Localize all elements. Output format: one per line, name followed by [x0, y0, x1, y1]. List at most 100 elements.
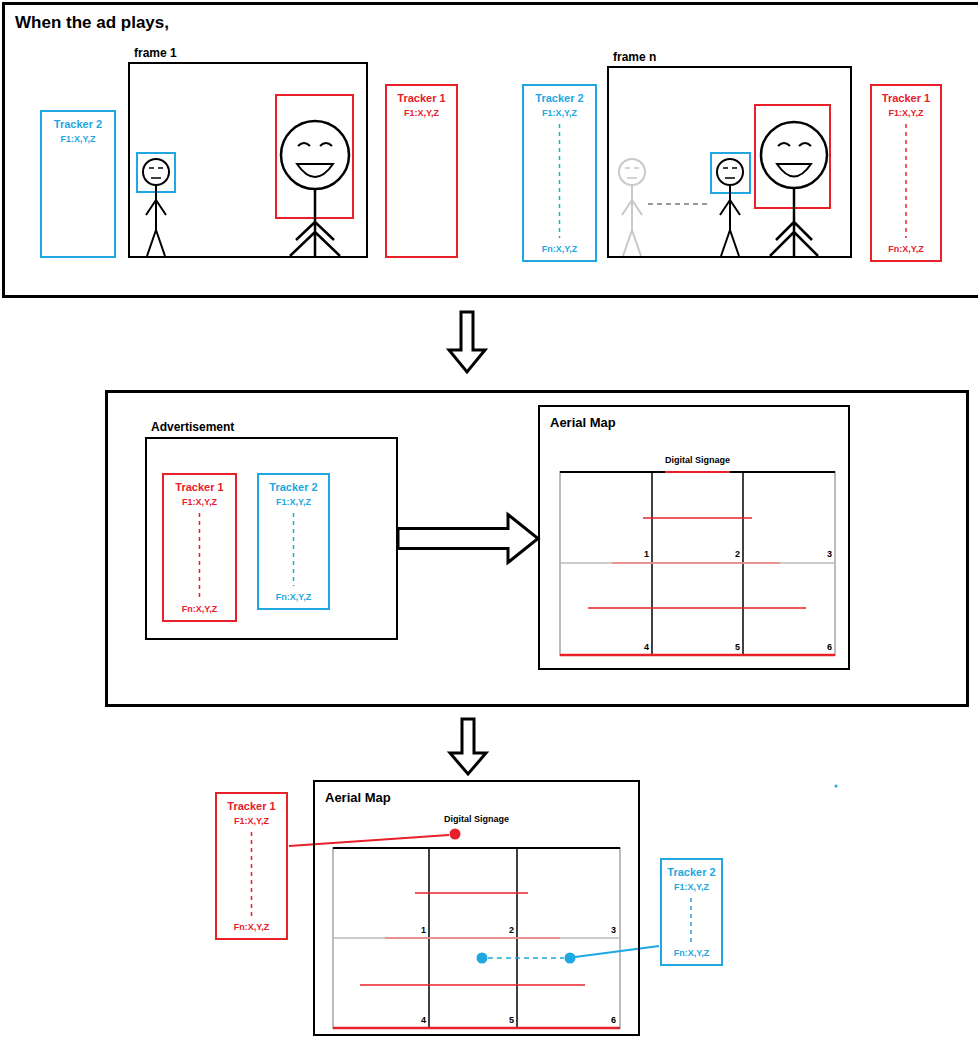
ghost-head [619, 159, 645, 185]
zone-line [333, 1027, 620, 1030]
coordinate-entry: Fn:X,Y,Z [888, 243, 924, 255]
box-heading: Advertisement [151, 420, 234, 434]
coordinate-entry: Fn:X,Y,Z [674, 947, 710, 959]
coordinate-entry: F1:X,Y,Z [674, 881, 709, 893]
zone-line [415, 892, 528, 894]
zone-line [385, 937, 560, 939]
tracker-box: Tracker 2F1:X,Y,Z [40, 110, 116, 258]
cell-number: 1 [421, 925, 426, 936]
coordinate-entry: Fn:X,Y,Z [234, 921, 270, 933]
map-grid [560, 472, 835, 655]
person-face [149, 168, 163, 178]
cell-number: 6 [827, 642, 832, 653]
frame-label: frame n [613, 50, 656, 64]
aerial-map: Aerial MapDigital Signage [538, 405, 850, 670]
grid-line [560, 471, 835, 473]
coordinate-entry: F1:X,Y,Z [888, 107, 923, 119]
down-arrow [449, 312, 485, 372]
zone-line [612, 562, 780, 564]
tracker-dash [559, 124, 561, 238]
position-dot [450, 829, 461, 840]
coordinate-entry: F1:X,Y,Z [234, 815, 269, 827]
person-mouth [777, 164, 811, 177]
signage-label: Digital Signage [333, 814, 620, 825]
position-dot [477, 953, 488, 964]
tracker-name: Tracker 1 [882, 91, 930, 105]
ad-box: AdvertisementTracker 1F1:X,Y,ZFn:X,Y,ZTr… [145, 437, 398, 640]
panel-heading: When the ad plays, [15, 13, 169, 33]
down-arrow [450, 719, 486, 774]
leader-line [575, 946, 659, 957]
cell-number: 5 [735, 642, 740, 653]
grid-line [333, 847, 620, 849]
flow-arrow [398, 515, 538, 563]
grid-line [560, 562, 835, 564]
cell-number: 1 [644, 549, 649, 560]
tracker-dash [293, 513, 295, 586]
cell-number: 2 [735, 549, 740, 560]
coordinate-entry: Fn:X,Y,Z [276, 591, 312, 603]
tracker-box: Tracker 1F1:X,Y,Z [385, 84, 458, 258]
coordinate-entry: Fn:X,Y,Z [182, 603, 218, 615]
tracker-dash [199, 513, 201, 598]
coordinate-entry: F1:X,Y,Z [182, 496, 217, 508]
tracker-box: Tracker 1 F1:X,Y,Z Fn:X,Y,Z [215, 792, 288, 940]
tracker-box: Tracker 2 F1:X,Y,Z Fn:X,Y,Z [660, 858, 723, 966]
tracker-dash [690, 898, 692, 942]
tracker-dash [251, 832, 253, 916]
tracker-name: Tracker 2 [667, 865, 715, 879]
person-face [778, 143, 811, 146]
ghost-face [625, 168, 639, 178]
panel: When the ad plays,Tracker 2F1:X,Y,Zframe… [2, 2, 978, 298]
zone-line [665, 471, 730, 473]
person-body [290, 189, 340, 256]
grid-line [333, 937, 620, 939]
stray-dot [835, 785, 838, 788]
path-line [488, 957, 564, 959]
map-title: Aerial Map [325, 790, 391, 806]
cell-number: 4 [421, 1015, 426, 1026]
tracker-box: Tracker 1 F1:X,Y,Z Fn:X,Y,Z [162, 473, 237, 622]
aerial-map: Aerial MapDigital Signage [313, 780, 640, 1036]
zone-line [588, 607, 806, 609]
position-dot [565, 953, 576, 964]
person-face [298, 143, 332, 146]
cell-number: 4 [644, 642, 649, 653]
tracker-name: Tracker 1 [175, 480, 223, 494]
person-mouth [297, 164, 333, 177]
motion-line [648, 203, 710, 205]
ghost-body [622, 185, 642, 256]
person-head [717, 159, 743, 185]
tracker-dash [905, 124, 907, 238]
cell-number: 2 [509, 925, 514, 936]
coordinate-entry: F1:X,Y,Z [542, 107, 577, 119]
zone-line [360, 984, 585, 986]
face-box [755, 105, 830, 208]
cell-number: 3 [827, 549, 832, 560]
video-frame: frame 1 [128, 62, 368, 258]
map-grid [333, 848, 620, 1028]
tracker-box: Tracker 1 F1:X,Y,Z Fn:X,Y,Z [870, 84, 942, 262]
person-body [720, 185, 740, 256]
tracker-name: Tracker 2 [54, 117, 102, 131]
coordinate-entry: F1:X,Y,Z [276, 496, 311, 508]
tracker-name: Tracker 1 [227, 799, 275, 813]
map-title: Aerial Map [550, 415, 616, 431]
zone-line [643, 517, 752, 519]
video-frame: frame n [607, 66, 852, 258]
tracker-name: Tracker 2 [269, 480, 317, 494]
panel-border [107, 392, 968, 706]
tracker-box: Tracker 2F1:X,Y,ZFn:X,Y,Z [522, 84, 597, 262]
person-body [770, 188, 818, 256]
person-head [143, 159, 169, 185]
cell-number: 5 [509, 1015, 514, 1026]
person-head [281, 121, 349, 189]
person-head [761, 122, 827, 188]
person-body [146, 185, 166, 256]
tracker-name: Tracker 1 [397, 91, 445, 105]
zone-line [560, 654, 835, 657]
cell-number: 6 [611, 1015, 616, 1026]
tracker-box: Tracker 2 F1:X,Y,Z Fn:X,Y,Z [257, 473, 330, 610]
